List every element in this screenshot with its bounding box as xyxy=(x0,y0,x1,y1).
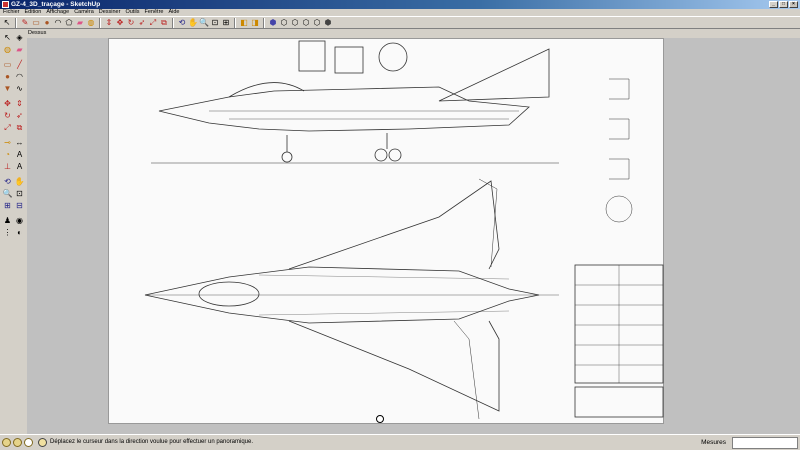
menu-fenetre[interactable]: Fenêtre xyxy=(144,9,164,15)
component-icon[interactable]: ◈ xyxy=(16,32,23,42)
orbit-icon[interactable]: ⟲ xyxy=(4,176,11,186)
main-toolbar: ↖ ✎ ▭ ● ◠ ⬠ ▰ ◍ ⇕ ✥ ↻ ➶ ⤢ ⧉ ⟲ ✋ 🔍 ⊡ ⊞ ◧ … xyxy=(0,16,800,29)
rectangle-icon[interactable]: ▭ xyxy=(3,59,12,69)
offset-icon[interactable]: ⧉ xyxy=(16,122,23,132)
zoom-window-icon[interactable]: ⊡ xyxy=(16,188,23,198)
toolbar-separator xyxy=(172,17,174,28)
menu-fichier[interactable]: Fichier xyxy=(3,9,20,15)
pan-icon[interactable]: ✋ xyxy=(188,17,198,27)
top-view-icon[interactable]: ⬡ xyxy=(280,17,288,27)
right-view-icon[interactable]: ⬡ xyxy=(302,17,310,27)
text-icon[interactable]: A xyxy=(16,149,23,159)
section-plane-icon[interactable]: ⊟ xyxy=(16,200,23,210)
follow-me-icon[interactable]: ➶ xyxy=(16,110,23,120)
section-icon[interactable]: ◐ xyxy=(17,227,22,237)
select-icon[interactable]: ↖ xyxy=(4,32,11,42)
axes-icon[interactable]: ⊥ xyxy=(4,161,11,171)
next-view-icon[interactable]: ◨ xyxy=(251,17,259,27)
move-icon[interactable]: ✥ xyxy=(116,17,124,27)
menu-bar: Fichier Edition Affichage Caméra Dessine… xyxy=(0,9,800,16)
toolbar-separator xyxy=(234,17,236,28)
tape-measure-icon[interactable]: ⊸ xyxy=(4,137,11,147)
walk-icon[interactable]: ⋮ xyxy=(3,227,12,237)
polygon-icon[interactable]: ⬠ xyxy=(65,17,73,27)
paint-bucket-icon[interactable]: ◍ xyxy=(87,17,95,27)
menu-aide[interactable]: Aide xyxy=(168,9,180,15)
3d-text-icon[interactable]: A xyxy=(16,161,23,171)
rectangle-icon[interactable]: ▭ xyxy=(32,17,40,27)
aircraft-blueprint-drawing xyxy=(144,40,664,420)
circle-icon[interactable]: ● xyxy=(44,17,50,27)
toolbar-separator xyxy=(263,17,265,28)
front-view-icon[interactable]: ⬡ xyxy=(291,17,299,27)
zoom-extents-icon[interactable]: ⊞ xyxy=(4,200,11,210)
arc-icon[interactable]: ◠ xyxy=(54,17,62,27)
measurements-input[interactable] xyxy=(732,437,798,449)
menu-camera[interactable]: Caméra xyxy=(74,9,94,15)
polygon-icon[interactable]: ▼ xyxy=(3,83,12,93)
push-pull-icon[interactable]: ⇕ xyxy=(16,98,23,108)
rotate-icon[interactable]: ↻ xyxy=(127,17,135,27)
push-pull-icon[interactable]: ⇕ xyxy=(105,17,113,27)
pencil-icon[interactable]: ✎ xyxy=(21,17,29,27)
menu-affichage[interactable]: Affichage xyxy=(46,9,70,15)
zoom-window-icon[interactable]: ⊡ xyxy=(211,17,219,27)
back-view-icon[interactable]: ⬡ xyxy=(313,17,321,27)
protractor-icon[interactable]: ◔ xyxy=(5,149,10,159)
left-view-icon[interactable]: ⬢ xyxy=(324,17,332,27)
circle-icon[interactable]: ● xyxy=(5,71,10,81)
origin-marker xyxy=(376,415,384,423)
menu-outils[interactable]: Outils xyxy=(125,9,140,15)
scale-icon[interactable]: ⤢ xyxy=(4,122,11,132)
credits-icon[interactable] xyxy=(13,438,22,447)
follow-me-icon[interactable]: ➶ xyxy=(138,17,146,27)
left-toolbar: ↖ ◈ ◍ ▰ ▭ ╱ ● ◠ ▼ ∿ ✥ ⇕ ↻ ➶ ⤢ ⧉ ⊸ ↔ ◔ A … xyxy=(0,30,26,430)
select-icon[interactable]: ↖ xyxy=(3,17,11,27)
position-camera-icon[interactable]: ♟ xyxy=(3,215,12,225)
pan-icon[interactable]: ✋ xyxy=(14,176,25,186)
line-icon[interactable]: ╱ xyxy=(17,59,22,69)
close-button[interactable]: × xyxy=(789,1,798,8)
help-icon[interactable] xyxy=(38,438,47,447)
zoom-icon[interactable]: 🔍 xyxy=(199,17,209,27)
title-bar: GZ-4_3D_traçage - SketchUp _ □ × xyxy=(0,0,800,9)
scene-label: Dessus xyxy=(28,30,47,36)
blueprint-sheet[interactable] xyxy=(108,38,664,424)
status-bar: Déplacez le curseur dans la direction vo… xyxy=(0,434,800,450)
look-around-icon[interactable]: ◉ xyxy=(16,215,23,225)
window-title: GZ-4_3D_traçage - SketchUp xyxy=(11,1,101,8)
user-icon[interactable] xyxy=(24,438,33,447)
measurements-label: Mesures xyxy=(701,439,726,446)
menu-dessiner[interactable]: Dessiner xyxy=(98,9,121,15)
paint-bucket-icon[interactable]: ◍ xyxy=(4,44,11,54)
minimize-button[interactable]: _ xyxy=(769,1,778,8)
sketchup-app-icon xyxy=(2,1,9,8)
eraser-icon[interactable]: ▰ xyxy=(16,44,23,54)
maximize-button[interactable]: □ xyxy=(779,1,788,8)
iso-view-icon[interactable]: ⬢ xyxy=(269,17,277,27)
orbit-icon[interactable]: ⟲ xyxy=(178,17,186,27)
toolbar-separator xyxy=(15,17,17,28)
scale-icon[interactable]: ⤢ xyxy=(149,17,157,27)
geolocation-icon[interactable] xyxy=(2,438,11,447)
freehand-icon[interactable]: ∿ xyxy=(16,83,23,93)
rotate-icon[interactable]: ↻ xyxy=(4,110,11,120)
zoom-extents-icon[interactable]: ⊞ xyxy=(222,17,230,27)
eraser-icon[interactable]: ▰ xyxy=(76,17,84,27)
dimension-icon[interactable]: ↔ xyxy=(15,137,24,147)
zoom-icon[interactable]: 🔍 xyxy=(2,188,13,198)
menu-edition[interactable]: Edition xyxy=(24,9,42,15)
arc-icon[interactable]: ◠ xyxy=(16,71,23,81)
previous-view-icon[interactable]: ◧ xyxy=(240,17,248,27)
status-hint: Déplacez le curseur dans la direction vo… xyxy=(50,439,254,445)
offset-icon[interactable]: ⧉ xyxy=(161,17,167,27)
toolbar-separator xyxy=(99,17,101,28)
move-icon[interactable]: ✥ xyxy=(4,98,11,108)
